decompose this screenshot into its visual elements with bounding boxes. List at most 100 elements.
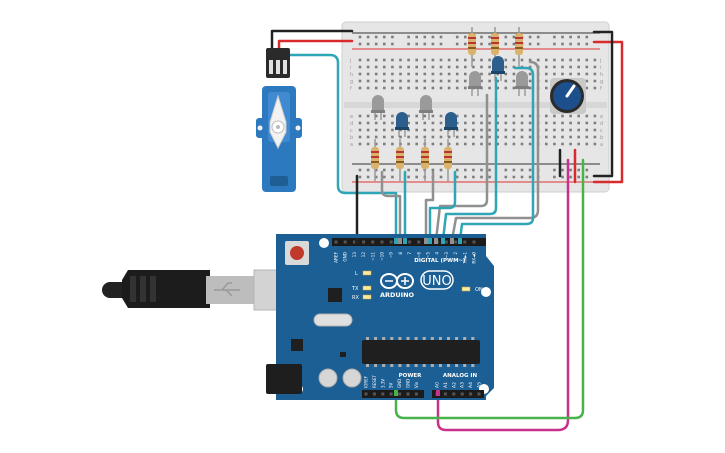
breadboard-hole[interactable] (488, 128, 491, 132)
breadboard-hole[interactable] (480, 121, 483, 125)
breadboard-hole[interactable] (585, 135, 589, 139)
led-gray[interactable] (371, 95, 385, 120)
breadboard-hole[interactable] (561, 135, 564, 139)
header-pin[interactable] (477, 392, 481, 396)
rail-hole[interactable] (569, 42, 572, 46)
breadboard-hole[interactable] (407, 121, 410, 125)
breadboard-hole[interactable] (407, 114, 410, 118)
rail-hole[interactable] (455, 42, 459, 46)
breadboard-hole[interactable] (455, 135, 459, 139)
rail-hole[interactable] (366, 168, 370, 172)
rail-hole[interactable] (383, 42, 386, 46)
breadboard-hole[interactable] (358, 128, 362, 132)
breadboard-hole[interactable] (439, 79, 443, 83)
breadboard-hole[interactable] (561, 128, 564, 132)
breadboard-hole[interactable] (504, 128, 508, 132)
breadboard-hole[interactable] (407, 79, 410, 83)
breadboard-hole[interactable] (358, 65, 362, 69)
header-pin[interactable] (414, 392, 418, 396)
breadboard-hole[interactable] (399, 58, 402, 62)
breadboard-hole[interactable] (431, 114, 435, 118)
breadboard-hole[interactable] (407, 65, 410, 69)
breadboard-hole[interactable] (423, 135, 427, 139)
breadboard-hole[interactable] (464, 121, 467, 125)
rail-hole[interactable] (577, 42, 580, 46)
breadboard-hole[interactable] (431, 142, 435, 146)
breadboard-hole[interactable] (464, 72, 467, 76)
led-blue[interactable] (491, 56, 505, 81)
breadboard-hole[interactable] (366, 128, 370, 132)
breadboard-hole[interactable] (561, 121, 564, 125)
wire-led-gray-4[interactable] (450, 60, 540, 242)
breadboard-hole[interactable] (472, 128, 475, 132)
breadboard-hole[interactable] (472, 121, 475, 125)
breadboard-hole[interactable] (447, 79, 451, 83)
rail-hole[interactable] (391, 168, 394, 172)
breadboard-hole[interactable] (366, 86, 370, 90)
breadboard-hole[interactable] (480, 79, 483, 83)
breadboard-hole[interactable] (455, 142, 459, 146)
rail-hole[interactable] (480, 168, 483, 172)
breadboard-hole[interactable] (545, 58, 548, 62)
breadboard-hole[interactable] (399, 72, 402, 76)
rail-hole[interactable] (553, 168, 556, 172)
rail-hole[interactable] (407, 175, 410, 179)
header-pin[interactable] (469, 392, 473, 396)
breadboard-hole[interactable] (593, 135, 597, 139)
analog-header[interactable] (432, 390, 484, 398)
rail-hole[interactable] (520, 168, 524, 172)
breadboard-hole[interactable] (488, 142, 491, 146)
rail-hole[interactable] (577, 175, 580, 179)
rail-hole[interactable] (520, 175, 524, 179)
breadboard-hole[interactable] (366, 58, 370, 62)
rail-hole[interactable] (439, 35, 443, 39)
breadboard-hole[interactable] (383, 86, 386, 90)
rail-hole[interactable] (431, 168, 435, 172)
rail-hole[interactable] (407, 35, 410, 39)
breadboard-hole[interactable] (577, 121, 580, 125)
rail-hole[interactable] (561, 42, 564, 46)
breadboard-hole[interactable] (374, 79, 378, 83)
breadboard-hole[interactable] (358, 121, 362, 125)
breadboard-hole[interactable] (585, 142, 589, 146)
breadboard-hole[interactable] (423, 128, 427, 132)
breadboard-hole[interactable] (553, 65, 556, 69)
breadboard-hole[interactable] (439, 86, 443, 90)
breadboard-hole[interactable] (480, 142, 483, 146)
header-pin[interactable] (472, 240, 476, 244)
resistor[interactable] (515, 27, 523, 67)
breadboard-hole[interactable] (512, 128, 516, 132)
breadboard-hole[interactable] (593, 65, 597, 69)
breadboard-hole[interactable] (447, 142, 451, 146)
breadboard-hole[interactable] (577, 135, 580, 139)
rail-hole[interactable] (374, 175, 378, 179)
breadboard-hole[interactable] (512, 142, 516, 146)
breadboard-hole[interactable] (480, 58, 483, 62)
header-pin[interactable] (408, 240, 412, 244)
breadboard-hole[interactable] (520, 58, 524, 62)
breadboard-hole[interactable] (569, 72, 572, 76)
breadboard-hole[interactable] (488, 86, 491, 90)
breadboard-hole[interactable] (415, 114, 418, 118)
rail-hole[interactable] (407, 42, 410, 46)
breadboard-hole[interactable] (577, 72, 580, 76)
wire-led-gray-3[interactable] (434, 93, 489, 242)
breadboard-hole[interactable] (464, 114, 467, 118)
breadboard-hole[interactable] (383, 142, 386, 146)
breadboard-hole[interactable] (472, 135, 475, 139)
breadboard-hole[interactable] (447, 65, 451, 69)
breadboard-hole[interactable] (407, 86, 410, 90)
breadboard-hole[interactable] (415, 135, 418, 139)
rail-hole[interactable] (366, 35, 370, 39)
breadboard-hole[interactable] (415, 128, 418, 132)
breadboard-hole[interactable] (391, 142, 394, 146)
rail-hole[interactable] (464, 175, 467, 179)
rail-hole[interactable] (553, 175, 556, 179)
header-pin[interactable] (371, 240, 375, 244)
breadboard-hole[interactable] (585, 79, 589, 83)
rail-hole[interactable] (480, 35, 483, 39)
rail-hole[interactable] (553, 42, 556, 46)
breadboard-hole[interactable] (512, 86, 516, 90)
breadboard-hole[interactable] (553, 58, 556, 62)
